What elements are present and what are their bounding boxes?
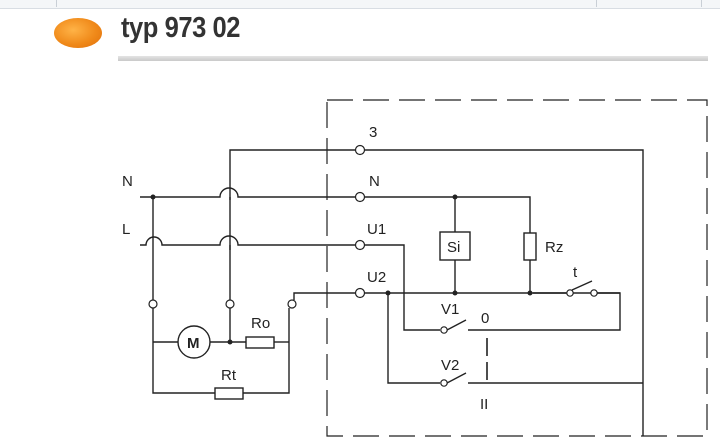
- switch-t: [571, 280, 593, 291]
- label-terminal-3: 3: [369, 124, 377, 141]
- label-motor: M: [187, 335, 200, 352]
- device-enclosure: [326, 99, 708, 437]
- label-L-left: L: [122, 221, 130, 238]
- wire-L: [140, 235, 355, 246]
- page-title: typ 973 02: [121, 12, 241, 44]
- title-underline: [118, 56, 708, 61]
- label-v2: V2: [441, 357, 459, 374]
- strip-tab: [56, 0, 597, 7]
- label-t: t: [573, 264, 578, 281]
- label-terminal-U2: U2: [367, 269, 386, 286]
- label-position-II: II: [480, 396, 488, 413]
- terminal-3: [354, 144, 366, 156]
- label-terminal-N: N: [369, 173, 380, 190]
- label-rz: Rz: [545, 239, 563, 256]
- browser-strip: [0, 0, 720, 9]
- junction-dots: [150, 194, 533, 345]
- switch-V1: [446, 319, 467, 331]
- wire-N: [140, 187, 355, 198]
- sensor-si-box: [439, 231, 471, 261]
- resistor-ro: [245, 336, 275, 349]
- terminals: [148, 144, 598, 387]
- label-position-0: 0: [481, 310, 489, 327]
- switch-V2: [446, 372, 467, 384]
- label-rt: Rt: [221, 367, 237, 384]
- product-header: typ 973 02: [0, 8, 720, 61]
- motor-symbol: [177, 325, 211, 359]
- label-N-left: N: [122, 173, 133, 190]
- label-si: Si: [447, 239, 460, 256]
- label-ro: Ro: [251, 315, 270, 332]
- orange-bullet-icon: [54, 18, 102, 48]
- wire-3: [229, 149, 355, 300]
- terminal-U1: [354, 239, 366, 251]
- terminal-N: [354, 191, 366, 203]
- terminal-U2: [354, 287, 366, 299]
- wire-U2: [293, 292, 355, 300]
- label-v1: V1: [441, 301, 459, 318]
- resistor-rz: [523, 232, 537, 261]
- label-terminal-U1: U1: [367, 221, 386, 238]
- resistor-rt: [214, 387, 244, 400]
- strip-tab: [0, 0, 57, 7]
- strip-tab: [596, 0, 702, 7]
